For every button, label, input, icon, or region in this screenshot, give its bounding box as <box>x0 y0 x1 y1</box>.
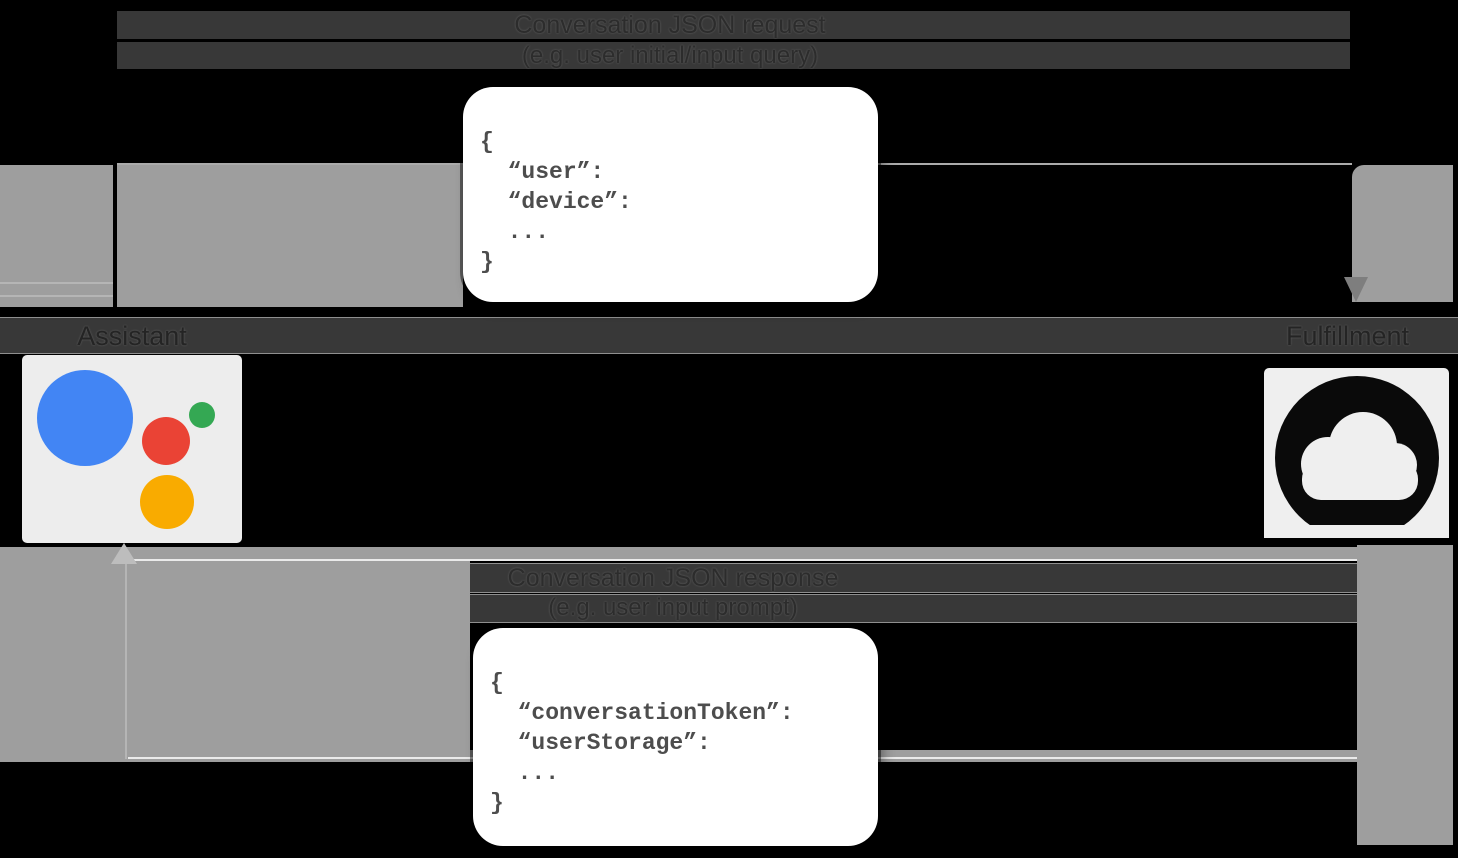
code-line: “userStorage”: <box>490 730 711 756</box>
request-arrow-shaft-edge-2 <box>0 295 113 297</box>
request-label-line2: (e.g. user initial/input query) <box>521 42 819 69</box>
request-label-band-2 <box>117 42 1350 69</box>
response-label-line1: Conversation JSON response <box>507 564 839 592</box>
response-arrow-body-left <box>0 547 470 762</box>
code-line: } <box>480 249 494 275</box>
request-arrow-top-line-right <box>878 163 1352 165</box>
response-arrowhead-up-icon <box>111 543 137 564</box>
response-json-box: { “conversationToken”: “userStorage”: ..… <box>473 628 878 846</box>
response-json-code: { “conversationToken”: “userStorage”: ..… <box>473 628 878 818</box>
fulfillment-label: Fulfillment <box>1285 321 1410 351</box>
code-line: “user”: <box>480 159 605 185</box>
response-arrow-shaft-vertical <box>125 563 127 759</box>
request-label-band-1 <box>117 11 1350 39</box>
code-line: { <box>490 670 504 696</box>
assistant-logo-blue-circle-icon <box>37 370 133 466</box>
code-line: “device”: <box>480 189 632 215</box>
assistant-logo-yellow-circle-icon <box>140 475 194 529</box>
response-arrow-body-right <box>1357 545 1453 845</box>
code-line: ... <box>490 760 560 786</box>
code-line: “conversationToken”: <box>490 700 794 726</box>
assistant-label: Assistant <box>77 321 187 351</box>
request-arrow-top-line-left <box>117 163 463 165</box>
request-arrow-shaft-edge-1 <box>0 282 113 284</box>
request-label-line1: Conversation JSON request <box>514 11 826 39</box>
request-arrow-shaft-vertical <box>113 165 117 307</box>
node-label-band <box>0 317 1458 354</box>
assistant-logo-red-circle-icon <box>142 417 190 465</box>
response-arrow-shaft-edge-top <box>128 559 1357 561</box>
request-arrowhead-down-icon <box>1344 277 1368 302</box>
response-label-line2: (e.g. user input prompt) <box>548 594 798 621</box>
cloud-icon <box>1264 376 1449 540</box>
response-arrow-band-upper <box>470 547 1357 560</box>
code-line: ... <box>480 219 550 245</box>
request-arrow-body-right <box>1352 165 1453 302</box>
assistant-node-box <box>22 355 242 543</box>
request-json-code: { “user”: “device”: ...} <box>463 87 878 277</box>
fulfillment-node-box <box>1264 368 1449 540</box>
request-arrow-body-left <box>0 165 463 307</box>
response-label-band-2 <box>470 594 1357 623</box>
code-line: { <box>480 129 494 155</box>
response-label-band-1 <box>470 563 1357 593</box>
request-json-box: { “user”: “device”: ...} <box>463 87 878 302</box>
code-line: } <box>490 790 504 816</box>
assistant-logo-green-circle-icon <box>189 402 215 428</box>
